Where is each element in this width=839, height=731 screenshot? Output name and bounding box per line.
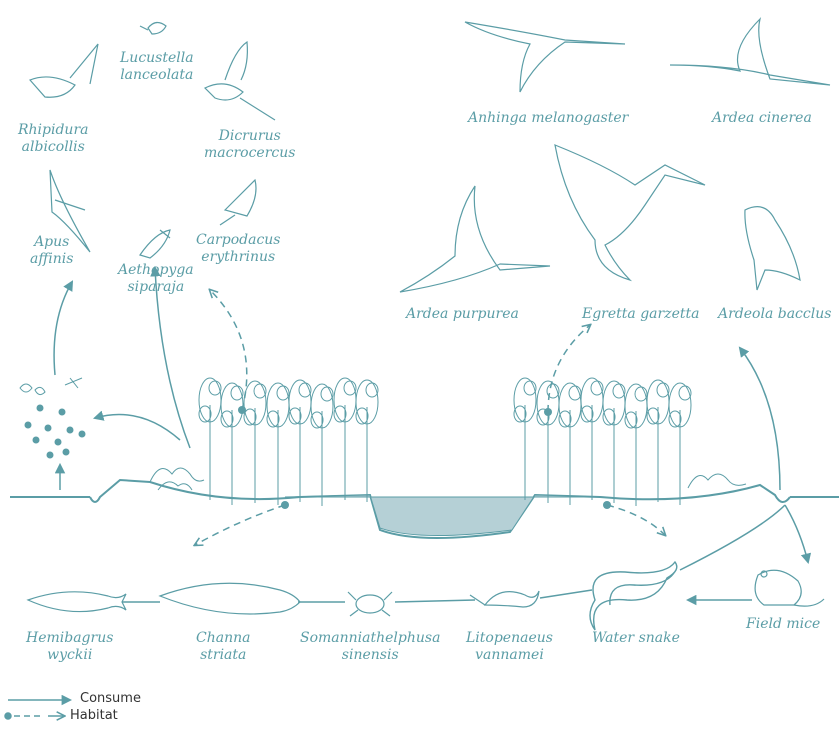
label-water-snake: Water snake <box>592 630 680 647</box>
legend-habitat: Habitat <box>70 708 118 723</box>
shrimp-icon <box>470 591 539 607</box>
legend-consume: Consume <box>80 691 141 706</box>
snake-icon <box>590 562 677 630</box>
crab-icon <box>348 592 392 616</box>
label-field-mice: Field mice <box>746 616 820 633</box>
fish-icon <box>28 583 300 614</box>
label-egretta: Egretta garzetta <box>582 306 699 323</box>
insect-icon <box>20 378 85 458</box>
label-ardea-purpurea: Ardea purpurea <box>406 306 519 323</box>
label-ardeola: Ardeola bacclus <box>718 306 831 323</box>
mouse-icon <box>755 570 824 606</box>
habitat-markers <box>238 406 611 509</box>
label-anhinga: Anhinga melanogaster <box>468 110 628 127</box>
legend-graphic <box>5 700 70 719</box>
label-ardea-cinerea: Ardea cinerea <box>712 110 812 127</box>
heron-icon <box>400 19 830 292</box>
pond-water <box>285 495 605 536</box>
